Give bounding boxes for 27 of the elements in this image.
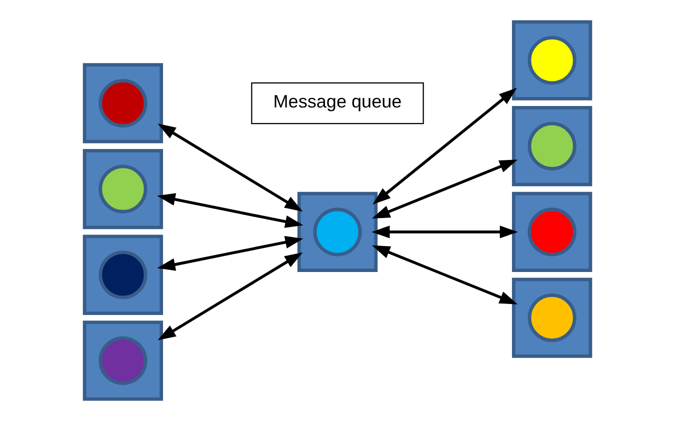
cluster — [82, 234, 164, 315]
cluster — [512, 20, 592, 100]
node-circle — [98, 78, 148, 128]
arrow — [372, 245, 518, 304]
cluster — [297, 192, 378, 272]
arrow — [157, 236, 304, 271]
arrow — [158, 252, 303, 340]
cluster — [512, 106, 592, 186]
node-circle — [313, 208, 362, 256]
cluster — [512, 278, 592, 358]
node-circle — [528, 36, 576, 85]
cluster — [82, 320, 164, 401]
node-circle — [528, 122, 576, 170]
node-circle — [528, 208, 576, 256]
arrow — [372, 160, 518, 218]
node-circle — [98, 164, 148, 214]
arrow — [372, 88, 517, 205]
node-circle — [528, 294, 576, 342]
node-box: Message queue — [251, 82, 424, 124]
node-circle — [98, 336, 148, 385]
cluster — [512, 192, 592, 272]
arrow — [157, 193, 304, 228]
node-circle — [98, 250, 148, 300]
arrow — [372, 226, 518, 238]
cluster — [82, 63, 164, 144]
cluster — [82, 148, 164, 230]
arrow — [158, 124, 303, 212]
